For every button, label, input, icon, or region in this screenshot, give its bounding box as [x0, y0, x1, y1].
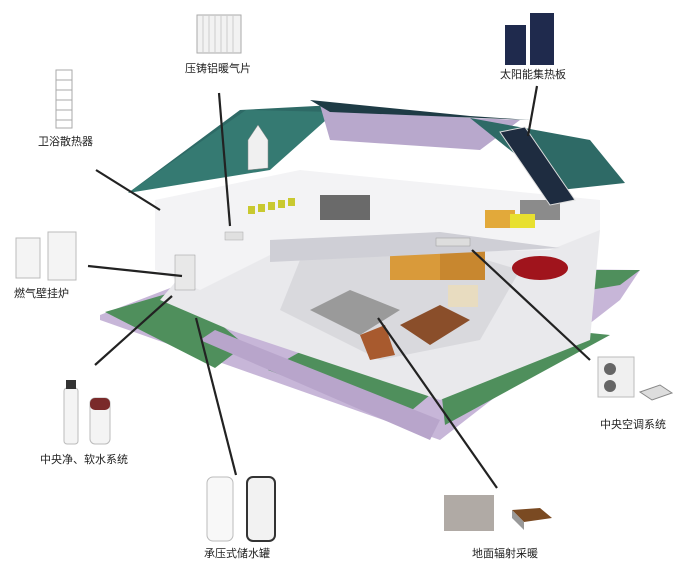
leader-boiler [87, 264, 183, 278]
boiler-in-house [174, 254, 196, 291]
boiler-product [15, 231, 77, 281]
water-softener-product [63, 380, 111, 445]
label-boiler: 燃气壁挂炉 [14, 287, 69, 300]
ac-product [597, 356, 674, 401]
leader-solar [526, 85, 539, 137]
leader-ac [471, 249, 591, 361]
rug [310, 290, 400, 335]
label-tank: 承压式储水罐 [204, 547, 270, 560]
solar-panel-product [505, 13, 554, 65]
sofa [400, 305, 470, 345]
wall-pictures [248, 198, 295, 214]
leader-radiator [217, 92, 232, 227]
roof-solar-panel [499, 126, 576, 206]
label-radiator: 压铸铝暖气片 [185, 62, 251, 75]
label-bath-radiator: 卫浴散热器 [38, 135, 93, 148]
leader-lines [87, 85, 591, 489]
label-water: 中央净、软水系统 [40, 453, 128, 466]
leader-bath-radiator [95, 169, 161, 211]
leader-floor [377, 317, 498, 489]
leader-tank [194, 317, 238, 476]
label-solar: 太阳能集热板 [500, 68, 566, 81]
dining-table [320, 195, 370, 220]
roof [128, 100, 625, 206]
radiator-product [196, 14, 242, 54]
ac-indoor-unit [435, 237, 471, 247]
towel-radiator-product [55, 69, 73, 129]
water-tank-product [206, 476, 276, 542]
dormer [247, 124, 269, 171]
floor-heating-product [444, 495, 552, 531]
label-ac: 中央空调系统 [600, 418, 666, 431]
wall-radiator [224, 231, 244, 241]
label-floor-heating: 地面辐射采暖 [472, 547, 538, 560]
car [512, 256, 568, 280]
leader-water [94, 295, 173, 366]
